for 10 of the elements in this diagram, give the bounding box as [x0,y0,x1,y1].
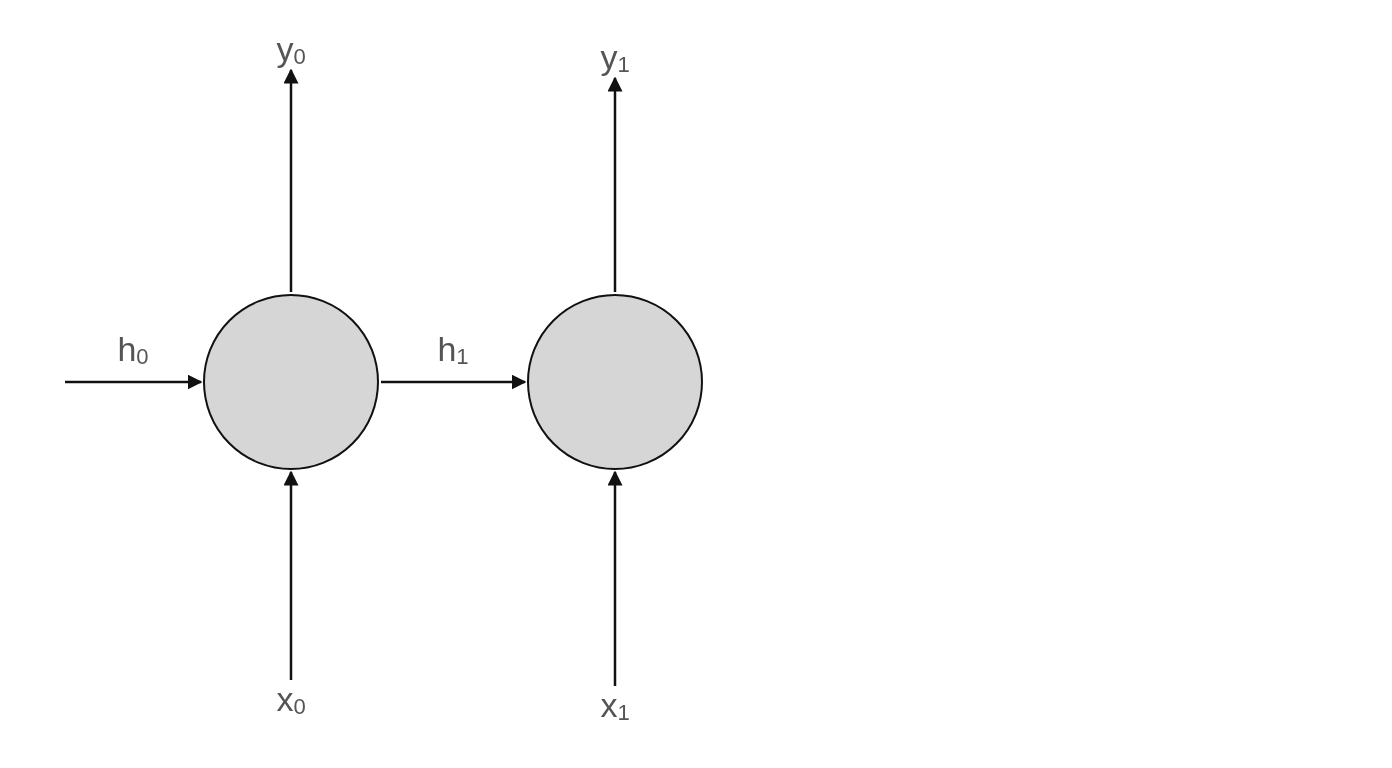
variable-label: x$_{1}$ [600,688,630,725]
arrow [381,374,527,390]
arrow [607,470,623,686]
arrow [65,374,203,390]
variable-label: x$_{0}$ [276,682,306,719]
variable-label: y$_{1}$ [600,40,630,77]
arrow [283,470,299,680]
arrow [283,68,299,292]
arrow [607,76,623,292]
variable-label: y$_{0}$ [276,32,306,69]
